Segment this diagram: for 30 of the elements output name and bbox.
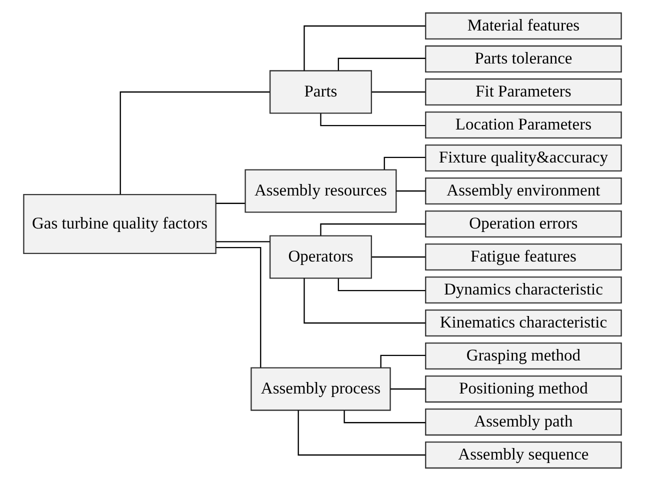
node-box: Fatigue features bbox=[425, 243, 622, 271]
node-box: Location Parameters bbox=[425, 111, 622, 139]
node-box: Kinematics characteristic bbox=[425, 309, 622, 337]
node-box: Operators bbox=[269, 235, 372, 279]
connector bbox=[390, 388, 426, 390]
connector bbox=[216, 246, 262, 368]
node-box: Assembly resources bbox=[244, 169, 397, 213]
node-box: Parts bbox=[269, 70, 372, 114]
node-box: Dynamics characteristic bbox=[425, 276, 622, 304]
node-box: Positioning method bbox=[425, 375, 622, 403]
connector bbox=[372, 256, 426, 258]
node-box: Fit Parameters bbox=[425, 78, 622, 106]
connector bbox=[216, 202, 245, 204]
node-box: Operation errors bbox=[425, 210, 622, 238]
node-box: Fixture quality&accuracy bbox=[425, 144, 622, 172]
node-box: Grasping method bbox=[425, 342, 622, 370]
node-box: Assembly path bbox=[425, 408, 622, 436]
connector bbox=[298, 410, 426, 456]
node-box: Parts tolerance bbox=[425, 45, 622, 73]
connector bbox=[304, 25, 426, 71]
connector bbox=[120, 91, 270, 194]
connector bbox=[396, 190, 426, 192]
connector bbox=[304, 278, 426, 324]
node-box: Material features bbox=[425, 12, 622, 40]
node-box: Assembly sequence bbox=[425, 441, 622, 469]
connector bbox=[216, 241, 270, 242]
node-box: Gas turbine quality factors bbox=[23, 194, 216, 254]
node-box: Assembly process bbox=[250, 367, 391, 411]
connector bbox=[372, 91, 426, 93]
node-box: Assembly environment bbox=[425, 177, 622, 205]
